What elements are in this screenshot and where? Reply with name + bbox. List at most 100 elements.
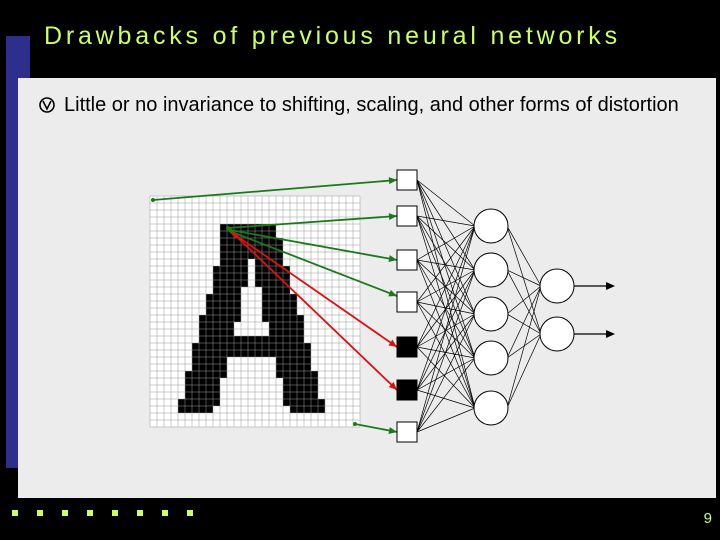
grid-cell-filled <box>227 273 234 280</box>
connection-line <box>507 226 541 286</box>
grid-cell-filled <box>234 301 241 308</box>
grid-cell-filled <box>234 336 241 343</box>
grid-cell-filled <box>206 364 213 371</box>
grid-cell-filled <box>311 371 318 378</box>
grid-cell-filled <box>213 301 220 308</box>
grid-cell-filled <box>241 252 248 259</box>
grid-cell-filled <box>283 287 290 294</box>
grid-cell-filled <box>241 343 248 350</box>
grid-cell-filled <box>276 350 283 357</box>
grid-cell-filled <box>213 294 220 301</box>
grid-cell-filled <box>206 399 213 406</box>
grid-cell-filled <box>185 371 192 378</box>
grid-cell-filled <box>234 294 241 301</box>
grid-cell-filled <box>234 245 241 252</box>
grid-cell-filled <box>213 392 220 399</box>
grid-cell-filled <box>241 259 248 266</box>
grid-cell-filled <box>283 301 290 308</box>
grid-cell-filled <box>199 357 206 364</box>
grid-cell-filled <box>283 371 290 378</box>
grid-cell-filled <box>213 343 220 350</box>
grid-cell-filled <box>227 245 234 252</box>
grid-cell-filled <box>220 224 227 231</box>
hidden-node <box>474 341 508 375</box>
grid-cell-filled <box>213 322 220 329</box>
grid-cell-filled <box>213 364 220 371</box>
hidden-node <box>474 391 508 425</box>
grid-cell-filled <box>297 406 304 413</box>
grid-cell-filled <box>304 350 311 357</box>
grid-cell-filled <box>213 280 220 287</box>
connection-line <box>417 408 475 432</box>
grid-cell-filled <box>304 371 311 378</box>
grid-cell-filled <box>192 357 199 364</box>
grid-cell-filled <box>304 357 311 364</box>
grid-cell-filled <box>297 322 304 329</box>
grid-cell-filled <box>269 308 276 315</box>
grid-cell-filled <box>276 301 283 308</box>
input-node <box>397 206 417 226</box>
grid-cell-filled <box>283 399 290 406</box>
grid-cell-filled <box>276 308 283 315</box>
grid-cell-filled <box>220 273 227 280</box>
grid-cell-filled <box>227 280 234 287</box>
grid-cell-filled <box>304 385 311 392</box>
grid-cell-filled <box>290 329 297 336</box>
grid-cell-filled <box>269 238 276 245</box>
grid-cell-filled <box>290 322 297 329</box>
grid-cell-filled <box>220 371 227 378</box>
input-node <box>397 337 417 357</box>
grid-cell-filled <box>283 350 290 357</box>
grid-cell-filled <box>206 350 213 357</box>
grid-cell-filled <box>276 315 283 322</box>
grid-cell-filled <box>276 252 283 259</box>
grid-cell-filled <box>220 357 227 364</box>
grid-cell-filled <box>220 350 227 357</box>
grid-cell-filled <box>311 392 318 399</box>
grid-cell-filled <box>220 364 227 371</box>
grid-cell-filled <box>220 322 227 329</box>
grid-cell-filled <box>199 329 206 336</box>
grid-cell-filled <box>227 308 234 315</box>
grid-cell-filled <box>269 343 276 350</box>
grid-cell-filled <box>192 392 199 399</box>
grid-cell-filled <box>227 238 234 245</box>
grid-cell-filled <box>269 315 276 322</box>
grid-cell-filled <box>283 322 290 329</box>
grid-cell-filled <box>234 343 241 350</box>
grid-cell-filled <box>199 399 206 406</box>
grid-cell-filled <box>262 273 269 280</box>
grid-cell-filled <box>304 343 311 350</box>
grid-cell-filled <box>234 350 241 357</box>
grid-cell-filled <box>290 301 297 308</box>
grid-cell-filled <box>255 343 262 350</box>
grid-cell-filled <box>199 343 206 350</box>
grid-cell-filled <box>234 280 241 287</box>
grid-cell-filled <box>304 392 311 399</box>
grid-cell-filled <box>255 350 262 357</box>
grid-cell-filled <box>227 329 234 336</box>
grid-cell-filled <box>199 336 206 343</box>
grid-cell-filled <box>220 329 227 336</box>
grid-cell-filled <box>227 315 234 322</box>
grid-cell-filled <box>199 315 206 322</box>
grid-cell-filled <box>206 392 213 399</box>
grid-cell-filled <box>192 350 199 357</box>
grid-cell-filled <box>276 336 283 343</box>
grid-cell-filled <box>283 364 290 371</box>
grid-cell-filled <box>185 385 192 392</box>
grid-cell-filled <box>199 350 206 357</box>
grid-cell-filled <box>255 280 262 287</box>
grid-cell-filled <box>269 322 276 329</box>
grid-cell-filled <box>227 294 234 301</box>
grid-cell-filled <box>199 392 206 399</box>
grid-cell-filled <box>220 336 227 343</box>
input-node <box>397 292 417 312</box>
grid-cell-filled <box>262 308 269 315</box>
grid-cell-filled <box>290 315 297 322</box>
grid-cell-filled <box>199 406 206 413</box>
grid-cell-filled <box>199 322 206 329</box>
grid-cell-filled <box>185 378 192 385</box>
grid-cell-filled <box>290 364 297 371</box>
